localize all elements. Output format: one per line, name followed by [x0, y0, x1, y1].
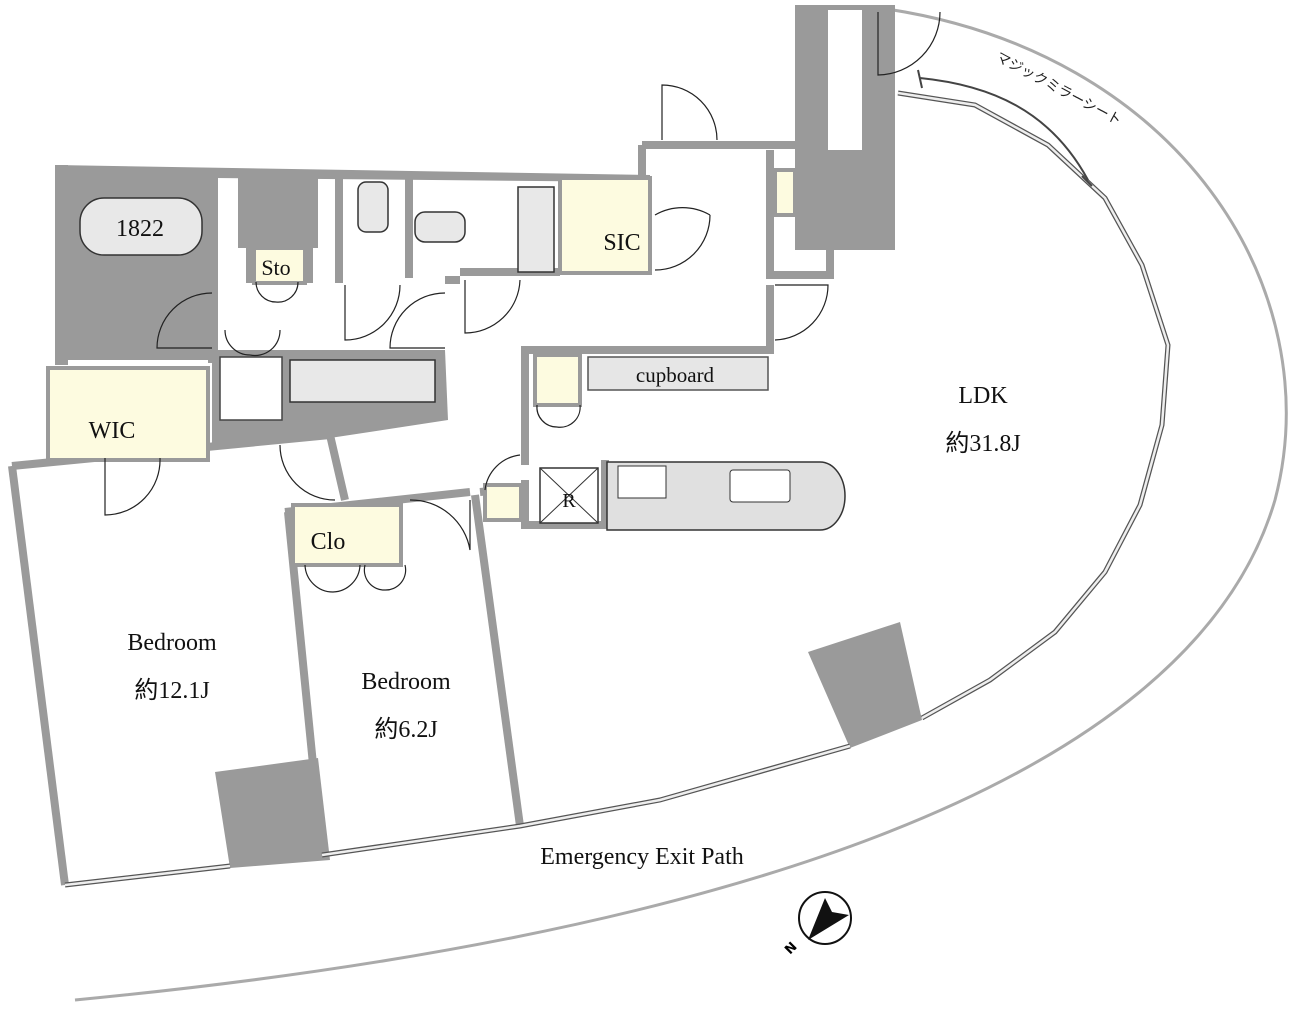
bathtub: [79, 197, 203, 256]
storage-label: Sto: [261, 255, 290, 280]
stove: [617, 465, 667, 499]
magic-mirror-line: [917, 69, 1093, 187]
pantry-area: [533, 353, 582, 407]
bedroom1-label: Bedroom: [127, 630, 217, 656]
cupboard-label: cupboard: [636, 363, 715, 387]
bedroom2-label: Bedroom: [361, 669, 451, 695]
sink-counter: [517, 186, 555, 273]
ldk-size: 約31.8J: [945, 430, 1020, 457]
wic-area: [46, 366, 210, 462]
sic-area: [558, 176, 652, 275]
exit-path-boundary: [74, 6, 1288, 1002]
wic-label: WIC: [89, 418, 136, 444]
ldk-label: LDK: [958, 383, 1008, 409]
sic-label: SIC: [603, 230, 640, 256]
bath-size-label: 1822: [116, 216, 164, 242]
north-label: N: [782, 940, 800, 958]
fridge-label: R: [562, 490, 576, 512]
cupboard-box: [587, 356, 769, 391]
north-compass-icon: N: [782, 891, 852, 958]
windows: [64, 90, 1171, 888]
exit-path-label: Emergency Exit Path: [540, 844, 744, 870]
bedroom2-size: 約6.2J: [374, 716, 437, 743]
closet-label: Clo: [311, 529, 346, 555]
doors: [104, 11, 941, 593]
storage-area: [252, 246, 307, 285]
toilet-2: [414, 211, 466, 243]
toilet-1: [357, 181, 389, 233]
fridge-cross: [539, 467, 599, 524]
vanity: [289, 359, 436, 403]
closet-area: [291, 503, 403, 567]
closet-small: [773, 168, 797, 217]
closet-small2: [483, 483, 523, 522]
kitchen-sink: [729, 469, 791, 503]
bedroom1-size: 約12.1J: [134, 677, 209, 704]
